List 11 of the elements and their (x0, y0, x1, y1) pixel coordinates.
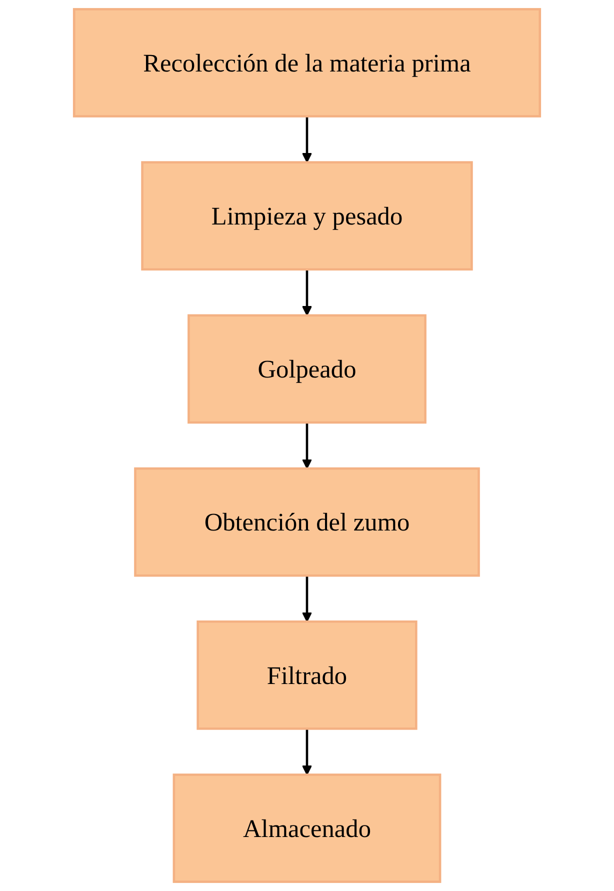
node-box: Recolección de la materia prima (72, 8, 542, 118)
node-box: Almacenado (172, 774, 442, 883)
arrow (302, 269, 312, 316)
node-box: Golpeado (188, 314, 426, 424)
arrow (302, 576, 312, 622)
node-box: Filtrado (196, 620, 418, 730)
arrow (302, 422, 312, 469)
node-box: Obtención del zumo (134, 467, 480, 577)
arrow (302, 116, 312, 163)
arrow (302, 728, 312, 776)
node-box: Limpieza y pesado (141, 161, 473, 271)
